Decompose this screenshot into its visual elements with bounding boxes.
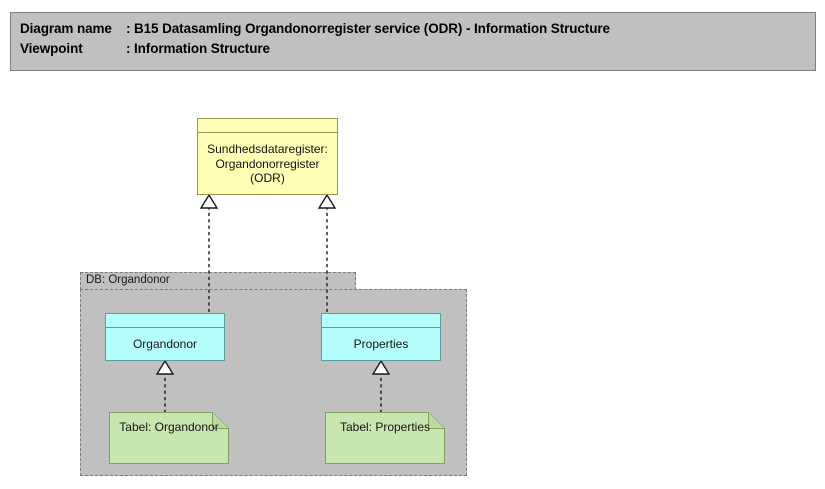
node-header-strip xyxy=(198,119,337,133)
hollow-triangle-arrowhead xyxy=(199,193,219,209)
node-tabel-properties[interactable]: Tabel: Properties xyxy=(325,412,445,464)
viewpoint-label: Viewpoint xyxy=(20,41,83,56)
node-label: Sundhedsdataregister: Organdonorregister… xyxy=(198,134,337,194)
diagram-name-separator: : xyxy=(126,21,131,36)
node-properties[interactable]: Properties xyxy=(321,313,441,361)
node-label-line3: (ODR) xyxy=(250,171,285,186)
node-label: Properties xyxy=(353,337,409,352)
diagram-name-label: Diagram name xyxy=(20,21,112,36)
artifact-shape xyxy=(325,412,445,464)
node-label-line1: Sundhedsdataregister: xyxy=(207,142,328,157)
viewpoint-value: Information Structure xyxy=(134,41,270,56)
node-tabel-organdonor[interactable]: Tabel: Organdonor xyxy=(109,412,229,464)
viewpoint-separator: : xyxy=(126,41,131,56)
diagram-name-row: Diagram name:B15 Datasamling Organdonorr… xyxy=(20,21,610,36)
node-header-strip xyxy=(322,314,440,328)
node-label: Organdonor xyxy=(132,337,198,352)
node-organdonor[interactable]: Organdonor xyxy=(105,313,225,361)
diagram-header-bar: Diagram name:B15 Datasamling Organdonorr… xyxy=(10,12,816,71)
viewpoint-row: Viewpoint:Information Structure xyxy=(20,41,270,56)
package-label: DB: Organdonor xyxy=(86,274,170,286)
hollow-triangle-arrowhead xyxy=(317,193,337,209)
artifact-body xyxy=(325,412,445,464)
node-label-line2: Organdonorregister xyxy=(215,156,320,171)
artifact-body xyxy=(109,412,229,464)
package-tab-db-organdonor xyxy=(80,272,356,290)
node-sundhedsdataregister-odr[interactable]: Sundhedsdataregister: Organdonorregister… xyxy=(197,118,338,195)
diagram-name-value: B15 Datasamling Organdonorregister servi… xyxy=(134,21,610,36)
node-header-strip xyxy=(106,314,224,328)
artifact-shape xyxy=(109,412,229,464)
node-label: Tabel: Properties xyxy=(339,420,431,434)
artifact-folded-corner xyxy=(212,412,229,429)
node-label: Tabel: Organdonor xyxy=(119,420,219,434)
artifact-folded-corner xyxy=(428,412,445,429)
